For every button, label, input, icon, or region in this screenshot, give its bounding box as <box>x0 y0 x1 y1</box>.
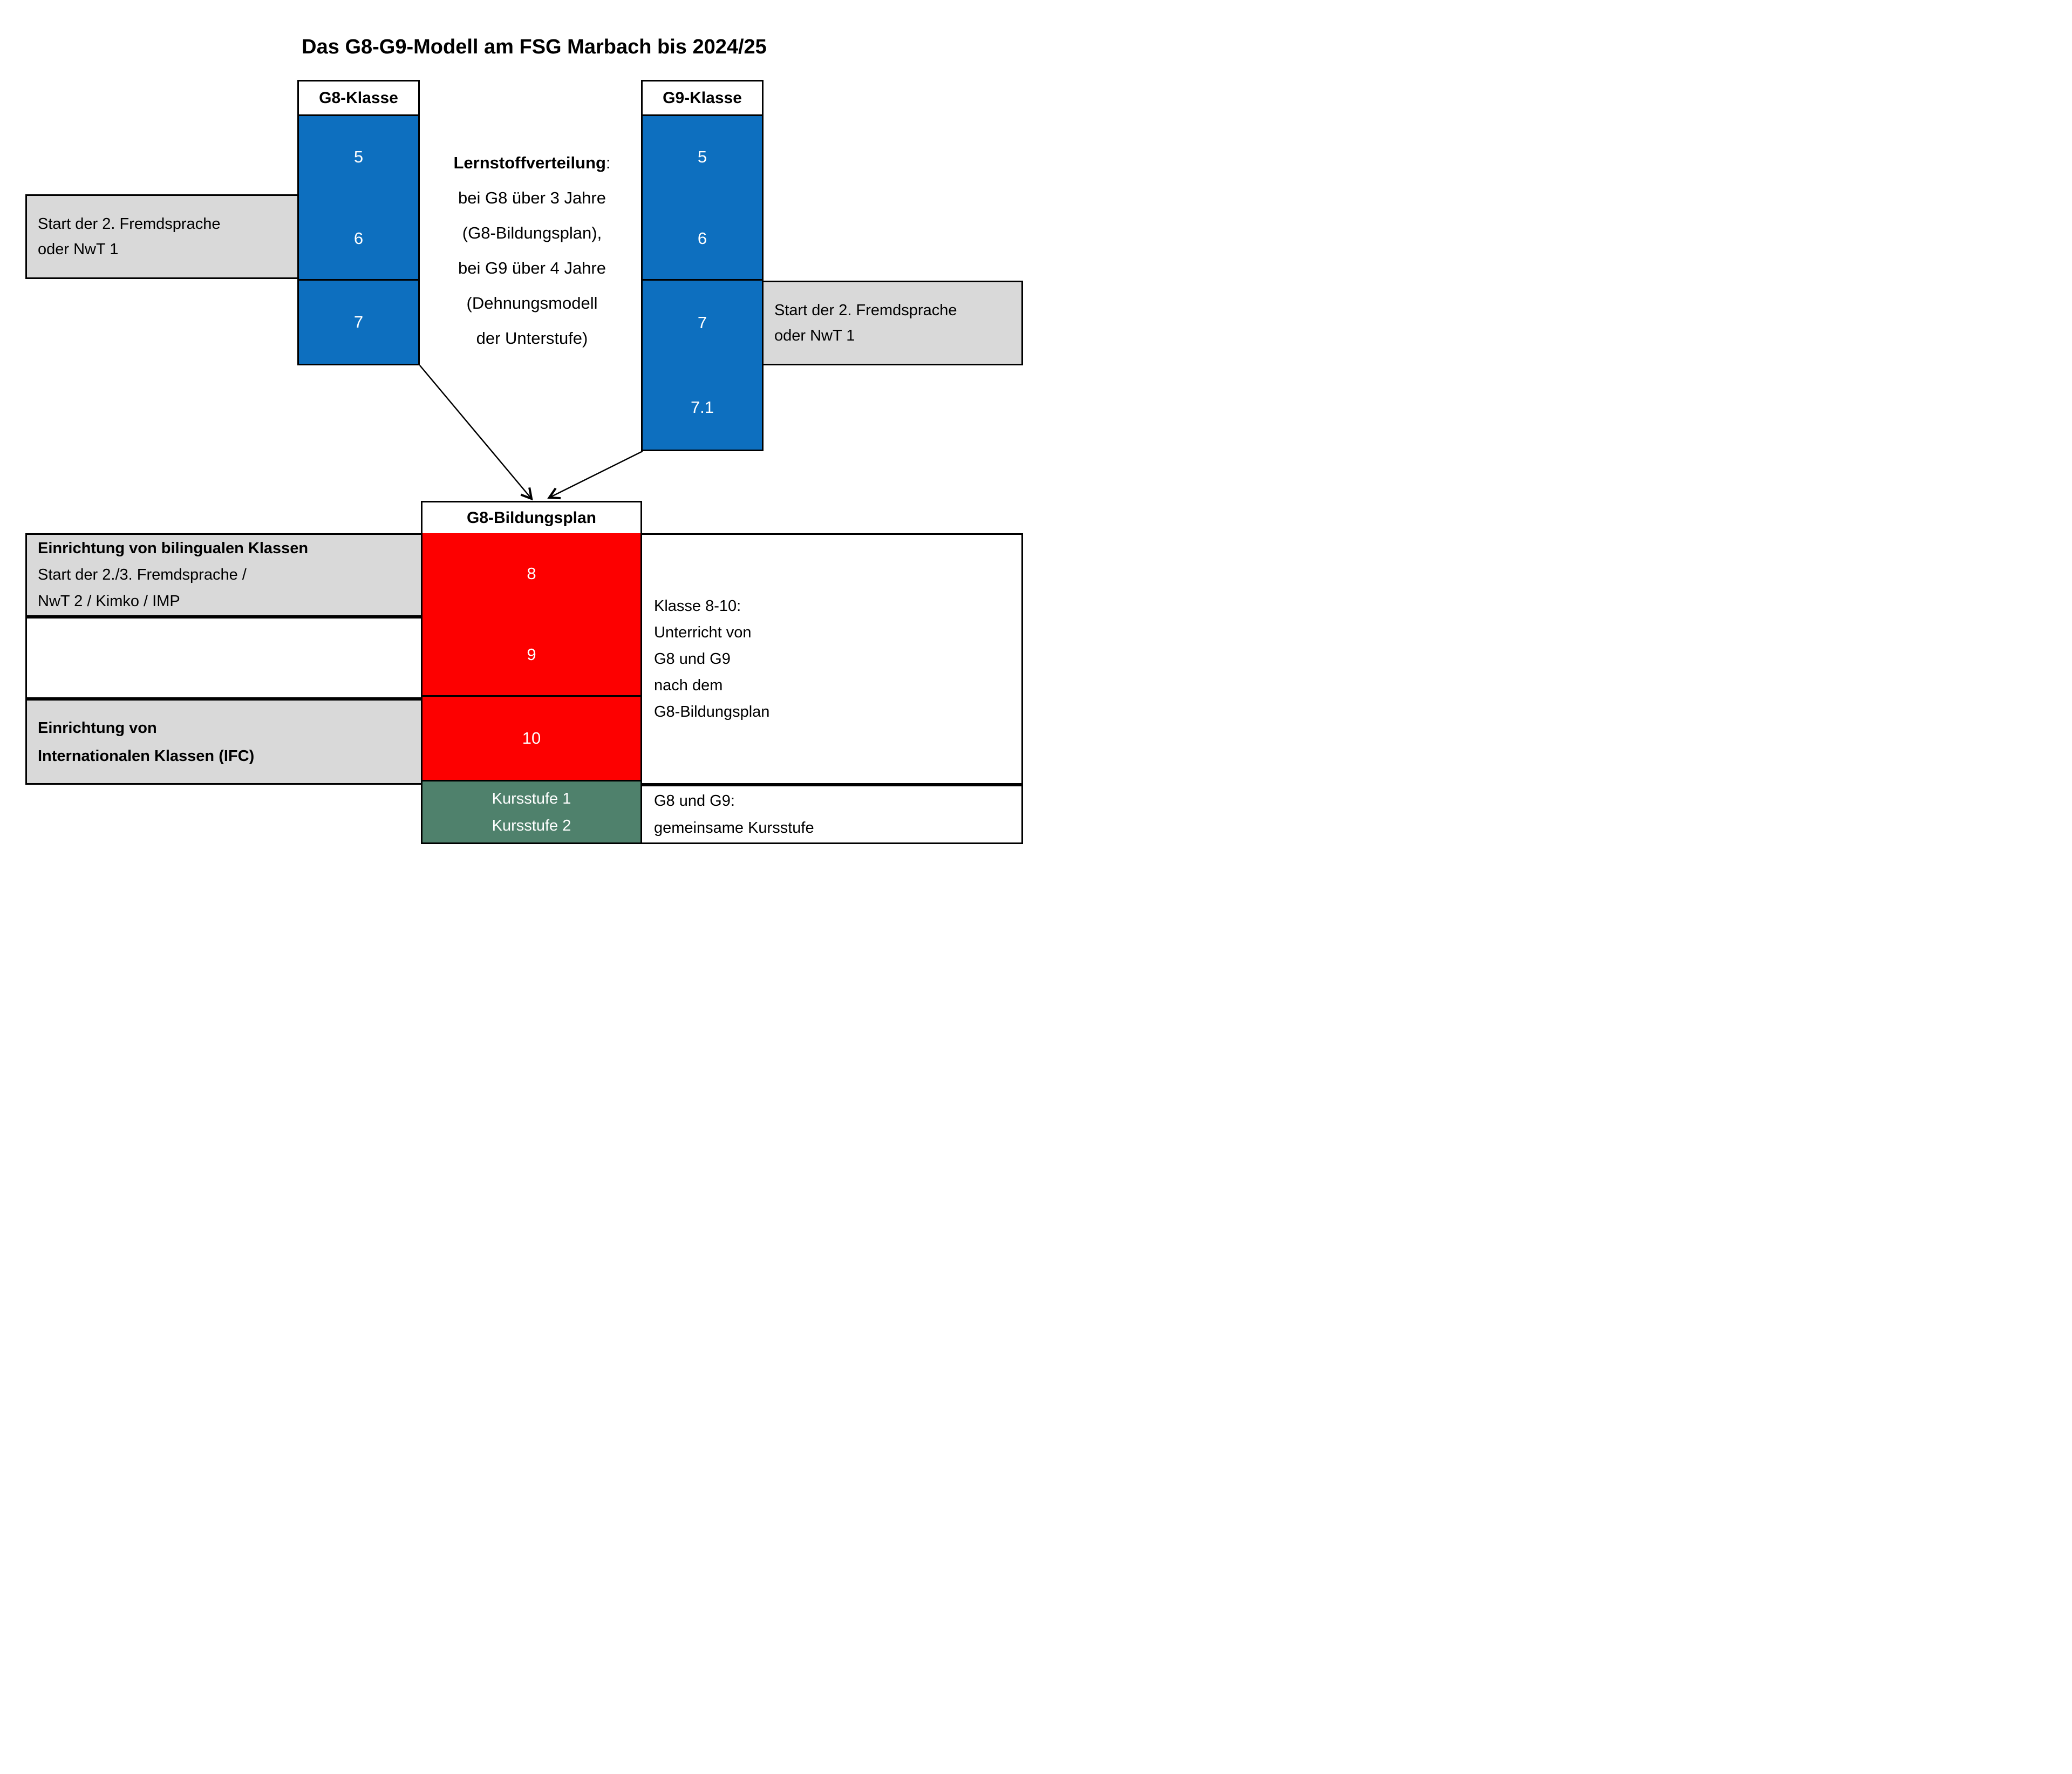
note-line: G8 und G9: <box>654 792 735 810</box>
note-line: Lernstoffverteilung: <box>424 145 640 180</box>
note-gemeinsame-kursstufe: G8 und G9: gemeinsame Kursstufe <box>640 785 1023 844</box>
note-line: oder NwT 1 <box>38 240 119 258</box>
note-line: bei G9 über 4 Jahre <box>458 259 606 277</box>
note-line-bold: Internationalen Klassen (IFC) <box>38 747 255 765</box>
g9-column-header: G9-Klasse <box>643 81 762 116</box>
note-g8-fremdsprache: Start der 2. Fremdsprache oder NwT 1 <box>25 194 299 279</box>
note-line: G8 und G9 <box>654 650 731 668</box>
page-title: Das G8-G9-Modell am FSG Marbach bis 2024… <box>302 36 767 58</box>
g8-block-5-6: 5 6 <box>299 116 418 279</box>
note-internationale-klassen: Einrichtung von Internationalen Klassen … <box>25 699 422 785</box>
arrow-g9-to-bildungsplan <box>547 450 643 500</box>
note-line: Start der 2. Fremdsprache <box>38 215 221 233</box>
bildungsplan-column: 8 9 10 Kursstufe 1 Kursstufe 2 <box>421 533 642 844</box>
note-line: gemeinsame Kursstufe <box>654 819 814 837</box>
note-bilinguale-klassen: Einrichtung von bilingualen Klassen Star… <box>25 533 422 617</box>
g8-column-header: G8-Klasse <box>299 81 418 116</box>
g9-year-7: 7 <box>697 313 707 332</box>
lernstoffverteilung-colon: : <box>605 153 611 172</box>
g8-year-5: 5 <box>353 147 364 166</box>
note-line: Start der 2. Fremdsprache <box>774 301 957 319</box>
g8-year-6: 6 <box>353 228 364 248</box>
note-line: bei G8 über 3 Jahre <box>458 188 606 207</box>
note-line: G8-Bildungsplan <box>654 703 770 721</box>
lernstoffverteilung-bold: Lernstoffverteilung <box>453 153 606 172</box>
note-line: oder NwT 1 <box>774 327 855 344</box>
empty-box <box>25 617 422 699</box>
g9-block-7-71: 7 7.1 <box>643 279 762 450</box>
note-klasse-8-10: Klasse 8-10: Unterricht von G8 und G9 na… <box>640 533 1023 785</box>
kursstufe-block: Kursstufe 1 Kursstufe 2 <box>422 780 640 842</box>
bildungsplan-year-9: 9 <box>527 645 536 664</box>
g9-year-6: 6 <box>697 228 707 248</box>
note-line: Start der 2./3. Fremdsprache / <box>38 566 247 583</box>
diagram-canvas: Das G8-G9-Modell am FSG Marbach bis 2024… <box>0 0 1036 887</box>
note-line-bold: Einrichtung von bilingualen Klassen <box>38 540 309 557</box>
kursstufe-line-2: Kursstufe 2 <box>492 817 571 834</box>
note-line: Unterricht von <box>654 623 752 641</box>
g9-block-5-6: 5 6 <box>643 116 762 279</box>
note-line: der Unterstufe) <box>476 329 588 348</box>
bildungsplan-header: G8-Bildungsplan <box>421 501 642 533</box>
note-line: (G8-Bildungsplan), <box>462 223 602 242</box>
g9-year-5: 5 <box>697 147 707 166</box>
kursstufe-line-1: Kursstufe 1 <box>492 790 571 807</box>
bildungsplan-year-8: 8 <box>527 564 536 583</box>
bildungsplan-block-10: 10 <box>422 695 640 780</box>
arrow-g8-to-bildungsplan <box>419 365 533 501</box>
g8-block-7: 7 <box>299 279 418 364</box>
note-line: NwT 2 / Kimko / IMP <box>38 593 180 610</box>
g8-column: G8-Klasse 5 6 7 <box>297 80 420 365</box>
g8-year-7: 7 <box>353 312 364 331</box>
note-line: (Dehnungsmodell <box>466 294 598 312</box>
bildungsplan-year-10: 10 <box>522 729 541 747</box>
note-lernstoffverteilung: Lernstoffverteilung: bei G8 über 3 Jahre… <box>424 145 640 356</box>
g9-column: G9-Klasse 5 6 7 7.1 <box>641 80 764 451</box>
bildungsplan-block-8-9: 8 9 <box>422 533 640 695</box>
note-line-bold: Einrichtung von <box>38 719 157 737</box>
note-g9-fremdsprache: Start der 2. Fremdsprache oder NwT 1 <box>762 281 1023 365</box>
g9-year-7-1: 7.1 <box>690 397 714 417</box>
note-line: nach dem <box>654 676 723 694</box>
note-line: Klasse 8-10: <box>654 597 741 615</box>
